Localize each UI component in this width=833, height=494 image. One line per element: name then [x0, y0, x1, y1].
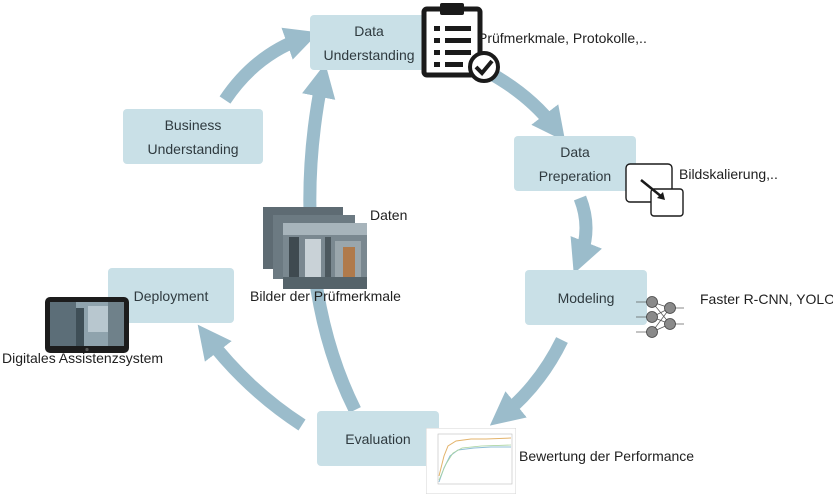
performance-chart-icon — [426, 428, 516, 494]
annotation-data-understanding: Prüfmerkmale, Protokolle,.. — [478, 30, 647, 46]
phase-data-preparation: Data Preperation — [514, 136, 636, 191]
phase-label: Modeling — [557, 289, 615, 306]
arrow-preparation-to-modeling — [570, 195, 602, 274]
tablet-icon — [45, 297, 129, 353]
image-scale-icon — [625, 163, 684, 217]
arrow-modeling-to-evaluation — [489, 337, 568, 426]
phase-label: Deployment — [133, 287, 209, 304]
phase-data-understanding: Data Understanding — [310, 15, 428, 70]
annotation-data-preparation: Bildskalierung,.. — [679, 166, 778, 182]
clipboard-check-icon — [421, 3, 500, 83]
phase-label: Evaluation — [345, 430, 411, 447]
phase-label: Data Preperation — [538, 143, 612, 184]
phase-label: Data Understanding — [323, 22, 415, 63]
phase-business-understanding: Business Understanding — [123, 109, 263, 164]
phase-evaluation: Evaluation — [317, 411, 439, 466]
neural-network-icon — [636, 296, 684, 338]
phase-modeling: Modeling — [525, 270, 647, 325]
annotation-modeling: Faster R-CNN, YOLO — [700, 291, 833, 307]
image-stack-icon — [263, 207, 367, 289]
arrow-evaluation-to-deployment — [197, 324, 306, 431]
annotation-evaluation: Bewertung der Performance — [519, 448, 695, 464]
center-title: Daten — [370, 207, 408, 223]
annotation-deployment: Digitales Assistenzsystem — [2, 350, 164, 366]
phase-label: Business Understanding — [147, 116, 239, 157]
center-caption: Bilder der Prüfmerkmale — [250, 288, 401, 304]
arrow-business-to-data-understanding — [219, 27, 319, 104]
